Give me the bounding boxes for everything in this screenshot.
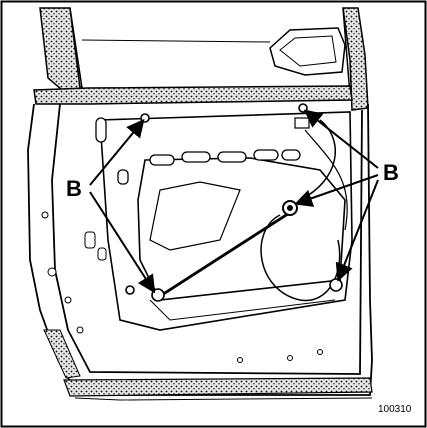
lower-seal bbox=[63, 377, 373, 397]
body-holes bbox=[41, 211, 323, 363]
mount-point-bottom-left bbox=[151, 288, 165, 302]
mount-point-bottom-right bbox=[329, 278, 343, 292]
callout-b-left: B bbox=[66, 176, 82, 201]
callout-b-right: B bbox=[383, 160, 399, 185]
belt-seal bbox=[33, 85, 353, 105]
figure-reference: 100310 bbox=[378, 404, 412, 415]
inner-panel bbox=[99, 111, 353, 331]
window-frame bbox=[39, 7, 369, 111]
mirror bbox=[269, 27, 346, 76]
front-seal bbox=[43, 329, 81, 379]
mount-point-top-right bbox=[298, 103, 308, 113]
callout-arrows bbox=[89, 109, 379, 294]
mount-point-top-left bbox=[140, 113, 150, 123]
window-regulator bbox=[153, 117, 348, 302]
panel-slots bbox=[95, 117, 301, 185]
